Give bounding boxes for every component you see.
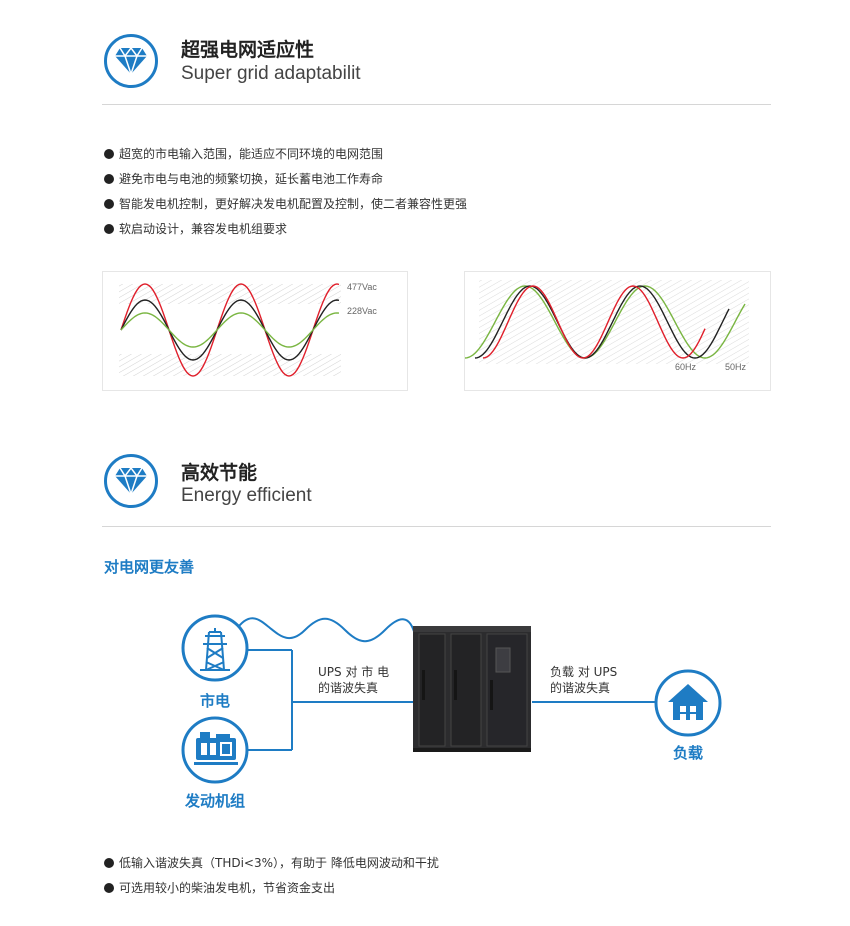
house-icon <box>668 684 708 720</box>
section2-divider <box>102 526 771 527</box>
list-item: 软启动设计，兼容发电机组要求 <box>104 221 704 246</box>
ups-cabinet-image <box>413 626 531 752</box>
section2-badge <box>104 454 158 508</box>
section2-title-cn: 高效节能 <box>181 462 258 484</box>
voltage-wave-graphic: 477Vac 228Vac <box>119 282 377 377</box>
label-60hz: 60Hz <box>675 362 697 372</box>
frequency-wave-graphic: 60Hz 50Hz <box>464 280 749 372</box>
generator-caption: 发动机组 <box>184 792 245 810</box>
load-caption: 负载 <box>672 744 703 762</box>
section2-title-en: Energy efficient <box>181 485 312 506</box>
frequency-wave-panel: 60Hz 50Hz <box>464 271 771 391</box>
transmission-tower-icon <box>200 628 230 671</box>
ups-to-grid-label-2: 的谐波失真 <box>318 681 379 695</box>
section1-badge <box>104 34 158 88</box>
voltage-wave-panel: 477Vac 228Vac <box>102 271 408 391</box>
distorted-wave-line <box>235 617 416 643</box>
list-item: 智能发电机控制，更好解决发电机配置及控制，使二者兼容性更强 <box>104 196 704 221</box>
grid-caption: 市电 <box>199 692 230 710</box>
section2-bullet-list: 低输入谐波失真（THDi<3%），有助于 降低电网波动和干扰 可选用较小的柴油发… <box>104 855 704 905</box>
ups-to-grid-label-1: UPS 对 市 电 <box>318 665 390 679</box>
list-item: 超宽的市电输入范围，能适应不同环境的电网范围 <box>104 146 704 171</box>
load-to-ups-label-1: 负载 对 UPS <box>550 665 618 679</box>
section2-subtitle: 对电网更友善 <box>104 558 195 576</box>
list-item: 避免市电与电池的频繁切换，延长蓄电池工作寿命 <box>104 171 704 196</box>
section1-bullet-list: 超宽的市电输入范围，能适应不同环境的电网范围 避免市电与电池的频繁切换，延长蓄电… <box>104 146 704 246</box>
harmonic-diagram <box>181 614 722 784</box>
diamond-icon <box>115 46 147 76</box>
label-477vac: 477Vac <box>347 282 377 292</box>
diamond-icon <box>115 466 147 496</box>
label-228vac: 228Vac <box>347 306 377 316</box>
load-to-ups-label-2: 的谐波失真 <box>550 681 611 695</box>
section1-title-cn: 超强电网适应性 <box>181 39 315 61</box>
generator-icon <box>194 732 238 765</box>
list-item: 低输入谐波失真（THDi<3%），有助于 降低电网波动和干扰 <box>104 855 704 880</box>
section1-title-en: Super grid adaptabilit <box>181 63 361 84</box>
list-item: 可选用较小的柴油发电机，节省资金支出 <box>104 880 704 905</box>
label-50hz: 50Hz <box>725 362 747 372</box>
section1-divider <box>102 104 771 105</box>
